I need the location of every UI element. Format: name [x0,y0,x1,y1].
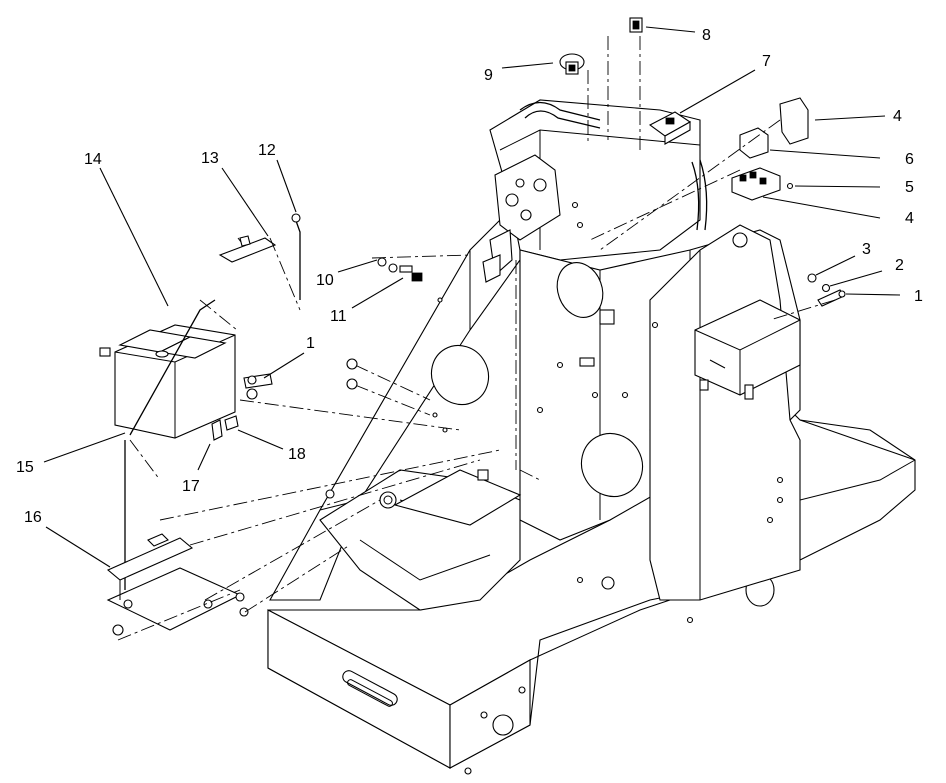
callout-4-upper: 4 [893,108,902,125]
terminal-17-18 [211,415,239,441]
battery-tray-16 [106,533,249,636]
cable-1-left [243,373,273,400]
relay-6 [739,127,769,159]
rod-12 [291,213,301,300]
assembly-lines [117,36,836,641]
callout-13: 13 [201,150,219,167]
callout-10: 10 [316,272,334,289]
callout-4-lower: 4 [905,210,914,227]
callout-9: 9 [484,67,493,84]
callout-18: 18 [288,446,306,463]
main-frame [267,99,916,775]
screw-5 [786,182,794,190]
ground-hardware-1-2-3 [807,273,846,307]
switch-8 [629,17,643,33]
fuse-block-4-bottom [731,167,781,201]
callout-7: 7 [762,53,771,70]
callout-8: 8 [702,27,711,44]
callout-12: 12 [258,142,276,159]
battery-14 [99,324,236,439]
leader-lines [43,26,901,568]
callout-11: 11 [330,308,347,325]
connector-10-11 [377,257,423,282]
callout-1-left: 1 [306,335,315,352]
sensor-9 [559,53,585,75]
callout-3: 3 [862,241,871,258]
rocker-switch-7 [648,111,692,145]
callout-labels: 8 9 7 4 6 5 4 3 2 1 14 13 12 10 11 1 18 … [16,27,923,526]
loose-bolts [325,358,358,499]
callout-15: 15 [16,459,34,476]
callout-17: 17 [182,478,200,495]
callout-1-right: 1 [914,288,923,305]
cover-4-top [779,97,809,145]
callout-5: 5 [905,179,914,196]
callout-16: 16 [24,509,42,526]
hold-down-13 [218,235,277,263]
callout-2: 2 [895,257,904,274]
callout-6: 6 [905,151,914,168]
callout-14: 14 [84,151,102,168]
